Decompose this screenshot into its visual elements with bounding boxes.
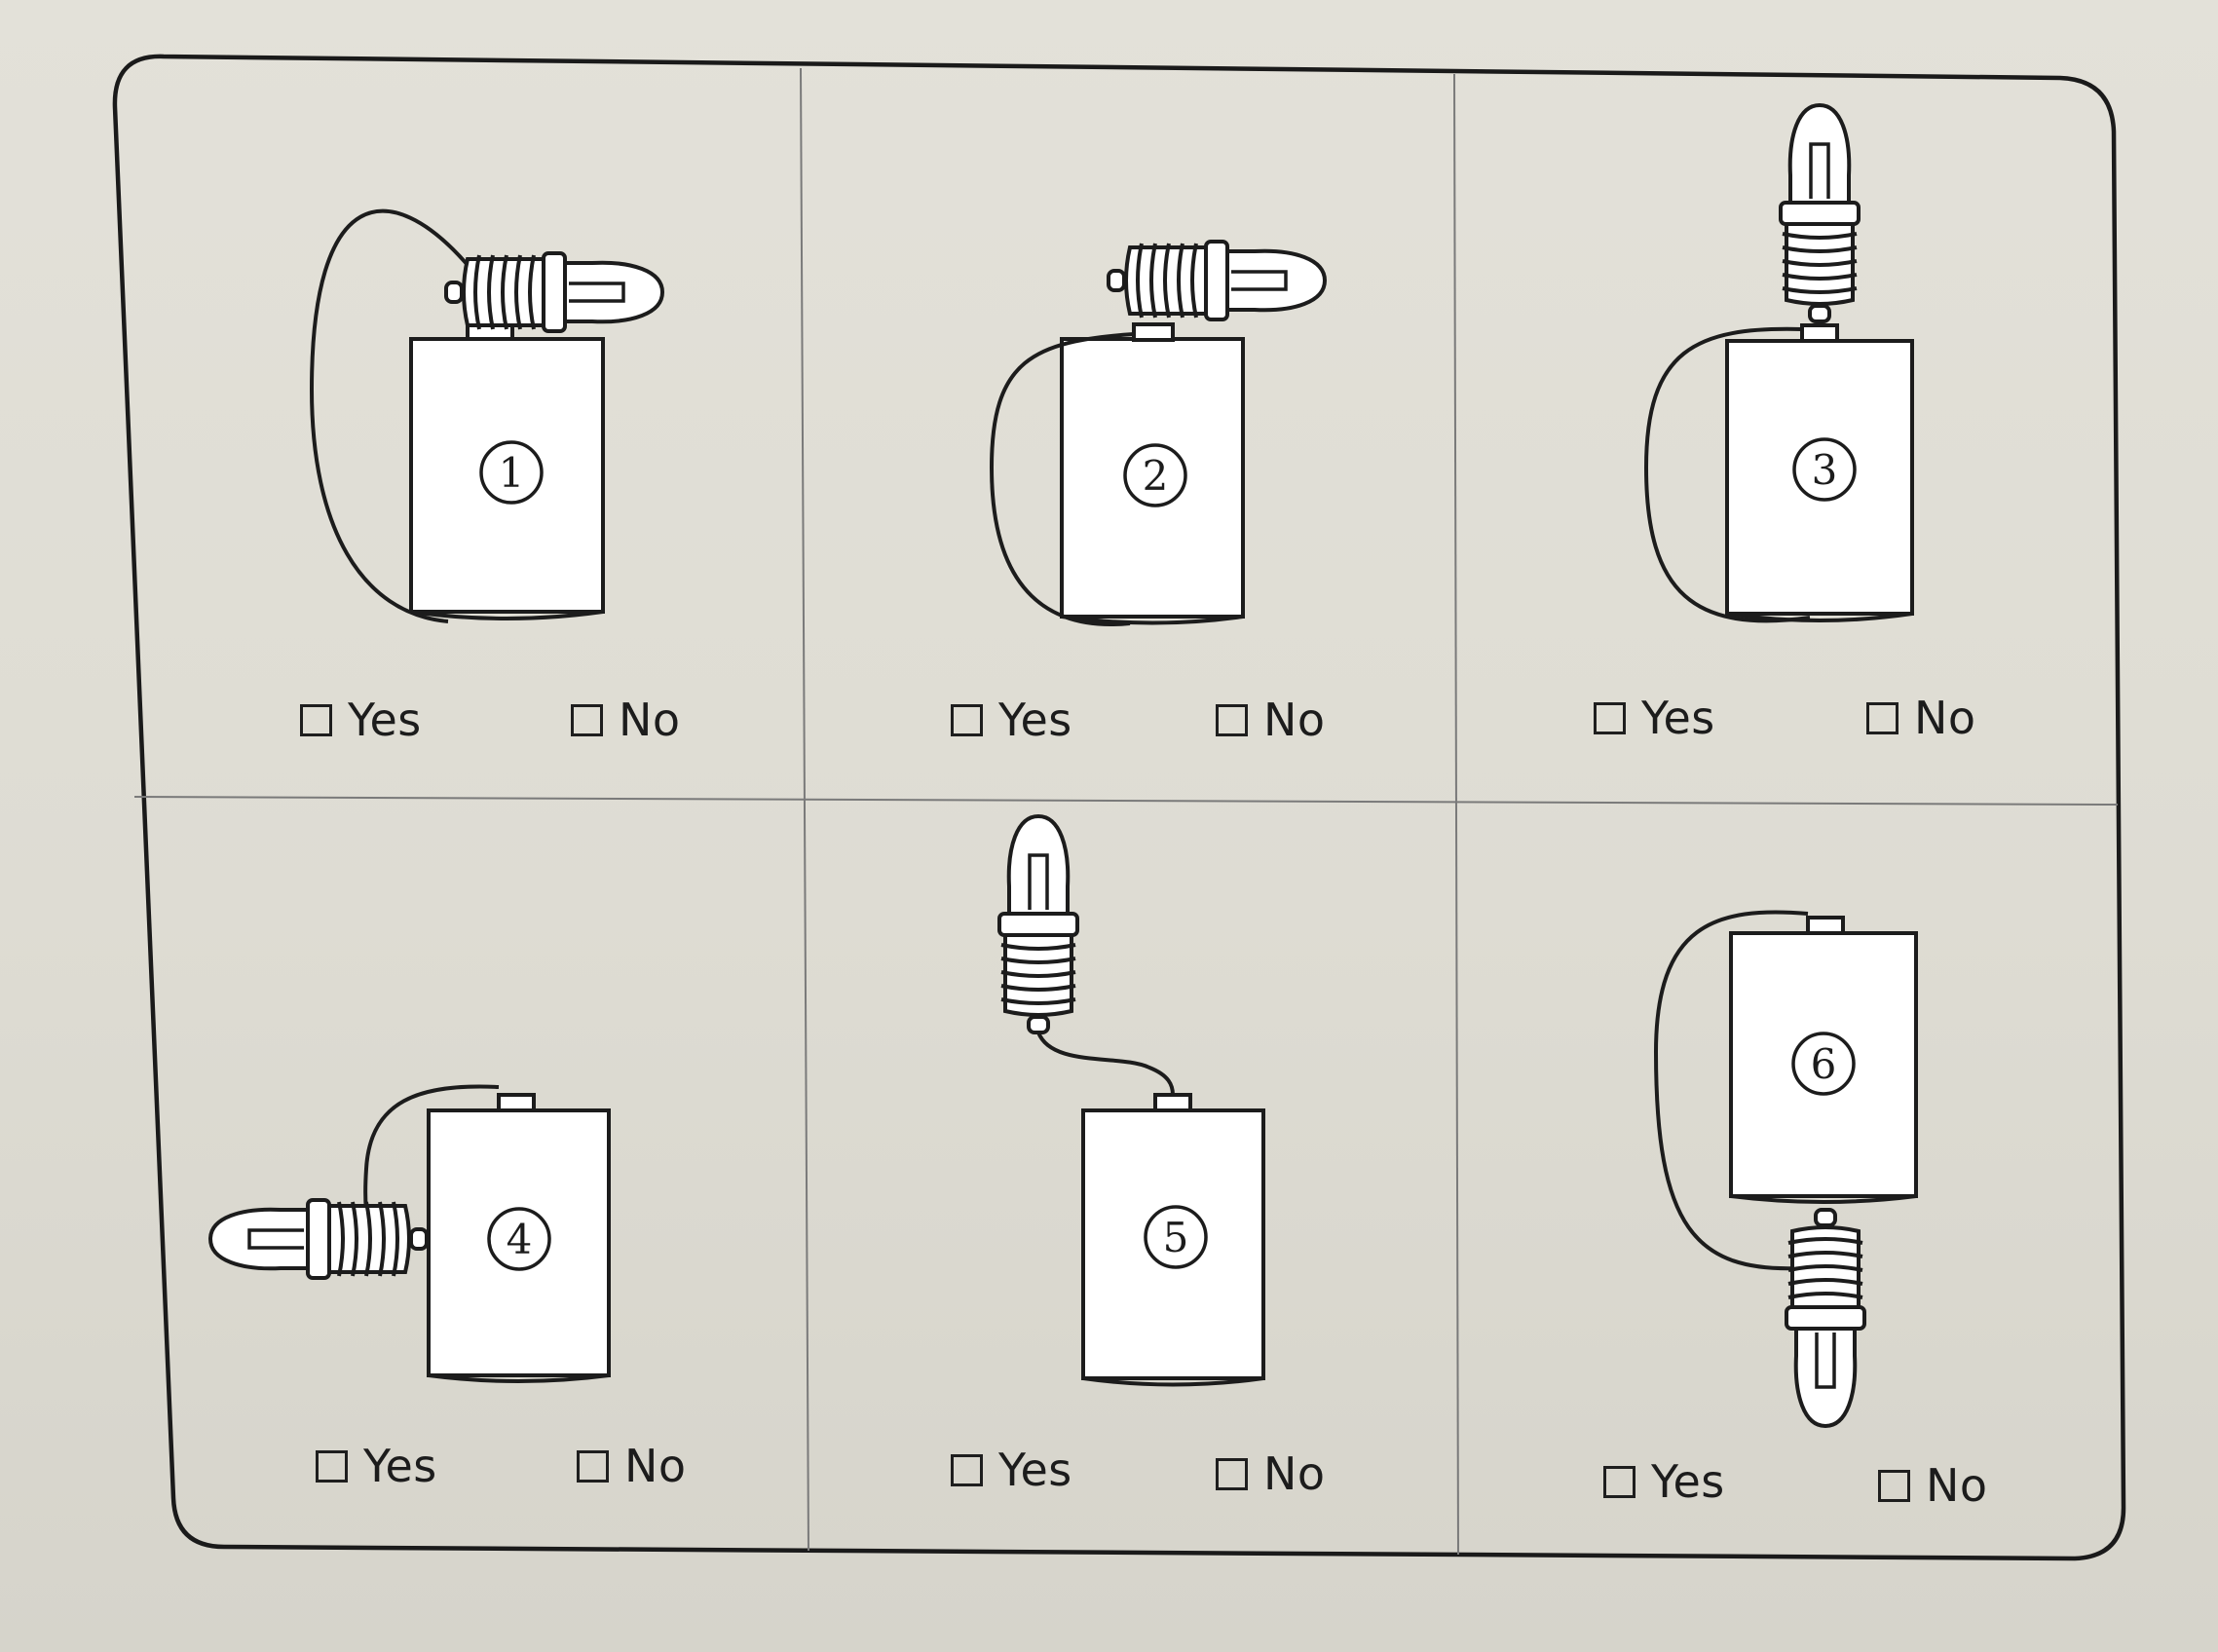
panel-1-yes-label: Yes	[348, 694, 422, 746]
panel-3-yes-label: Yes	[1641, 692, 1715, 744]
panel-4-no-label: No	[624, 1440, 687, 1492]
panel-1-no-checkbox[interactable]	[571, 703, 603, 736]
panel-2-yes-checkbox[interactable]	[951, 703, 983, 736]
bulb-4	[208, 1198, 429, 1280]
panel-2-no-checkbox[interactable]	[1216, 703, 1248, 736]
panel-1-yes-checkbox[interactable]	[300, 703, 332, 736]
panel-6-yes-option[interactable]: Yes	[1603, 1455, 1725, 1508]
panel-5-no-option[interactable]: No	[1216, 1447, 1326, 1500]
panel-number-4: 4	[507, 1216, 533, 1263]
panel-3-no-label: No	[1914, 692, 1976, 744]
panel-4-yes-option[interactable]: Yes	[316, 1440, 437, 1492]
panel-number-1: 1	[499, 449, 525, 497]
panel-4-no-checkbox[interactable]	[577, 1449, 609, 1483]
column-divider-2	[1453, 73, 1459, 1556]
panel-6-no-option[interactable]: No	[1878, 1459, 1988, 1512]
panel-4-no-option[interactable]: No	[577, 1440, 687, 1492]
panel-number-5: 5	[1163, 1214, 1189, 1261]
panel-2-yes-label: Yes	[998, 694, 1072, 746]
panel-5-yes-option[interactable]: Yes	[951, 1444, 1072, 1496]
panel-2-no-label: No	[1263, 694, 1326, 746]
panel-5-no-checkbox[interactable]	[1216, 1457, 1248, 1490]
panel-3-no-option[interactable]: No	[1866, 692, 1976, 744]
panel-3-yes-checkbox[interactable]	[1594, 701, 1626, 734]
number-badge-6	[1791, 1032, 1856, 1096]
bulb-2	[1107, 240, 1327, 321]
panel-2-circuit: 2	[989, 240, 1327, 626]
panel-number-3: 3	[1812, 446, 1838, 494]
bulb-1	[444, 251, 664, 333]
row-divider	[133, 796, 2119, 806]
number-badge-1	[479, 440, 544, 505]
panel-4-yes-label: Yes	[363, 1440, 437, 1492]
panel-5-yes-label: Yes	[998, 1444, 1072, 1496]
panel-1-no-label: No	[619, 694, 681, 746]
number-badge-4	[487, 1207, 551, 1271]
panel-6-yes-label: Yes	[1651, 1455, 1725, 1508]
panel-2-no-option[interactable]: No	[1216, 694, 1326, 746]
panel-4-circuit: 4	[208, 1084, 611, 1383]
panel-3-circuit: 3	[1643, 103, 1914, 623]
panel-2-yes-option[interactable]: Yes	[951, 694, 1072, 746]
bulb-5	[997, 814, 1079, 1034]
number-badge-5	[1144, 1205, 1208, 1269]
panel-number-2: 2	[1143, 452, 1169, 500]
panel-1-no-option[interactable]: No	[571, 694, 681, 746]
panel-5-no-label: No	[1263, 1447, 1326, 1500]
worksheet-frame	[112, 54, 2126, 1561]
bulb-3	[1779, 103, 1861, 323]
panel-5-yes-checkbox[interactable]	[951, 1453, 983, 1486]
panel-number-6: 6	[1811, 1040, 1837, 1088]
number-badge-3	[1792, 437, 1857, 502]
panel-1-circuit: 1	[309, 208, 664, 623]
panel-3-yes-option[interactable]: Yes	[1594, 692, 1715, 744]
panel-6-yes-checkbox[interactable]	[1603, 1465, 1635, 1498]
panel-6-circuit: 6	[1653, 910, 1918, 1428]
column-divider-1	[800, 67, 809, 1552]
panel-4-yes-checkbox[interactable]	[316, 1449, 348, 1483]
number-badge-2	[1123, 443, 1187, 507]
panel-1-yes-option[interactable]: Yes	[300, 694, 422, 746]
panel-6-no-checkbox[interactable]	[1878, 1469, 1910, 1502]
bulb-6	[1785, 1208, 1866, 1428]
panel-6-no-label: No	[1926, 1459, 1988, 1512]
panel-3-no-checkbox[interactable]	[1866, 701, 1898, 734]
panel-5-circuit: 5	[997, 814, 1265, 1387]
